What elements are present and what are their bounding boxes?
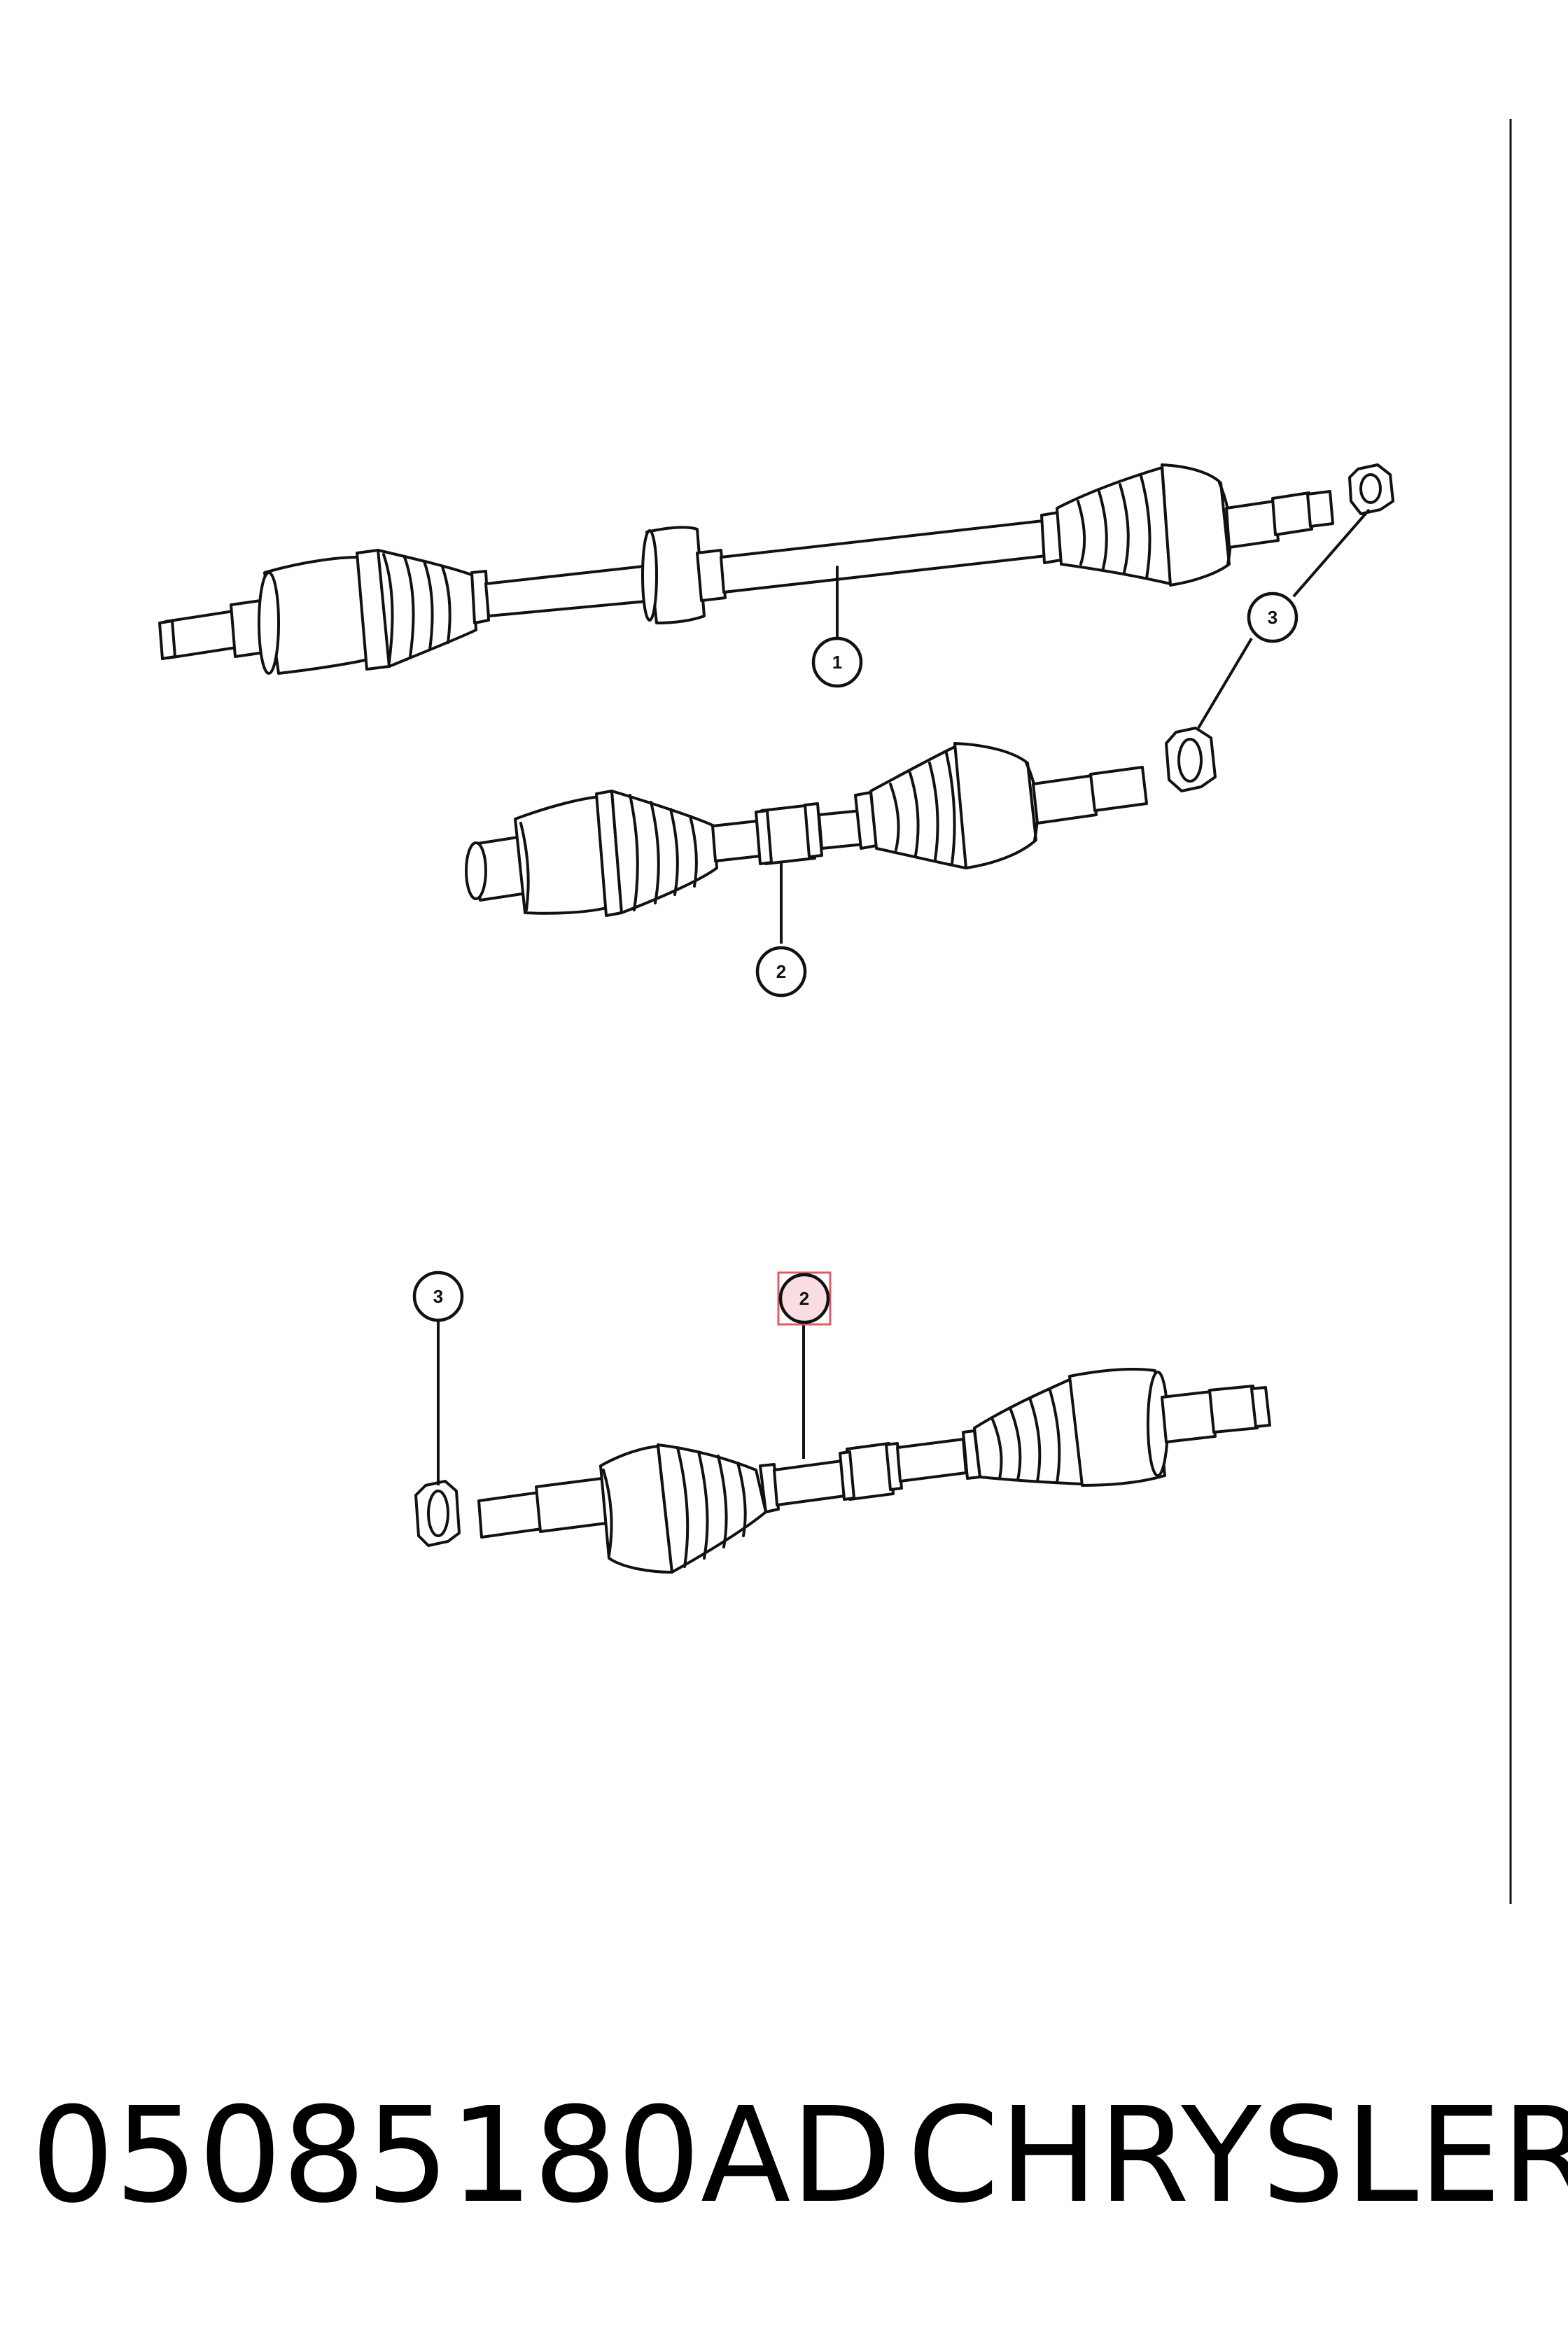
callout-1[interactable]: 1 [811, 636, 863, 688]
callout-2-middle-label: 2 [776, 961, 786, 982]
part-number: 05085180AD [31, 2079, 892, 2232]
axle-nut-middle[interactable] [1165, 727, 1217, 792]
callout-3-lower[interactable]: 3 [412, 1270, 464, 1322]
drive-shaft-lower[interactable] [414, 1368, 1271, 1574]
callout-3-top-label: 3 [1268, 607, 1278, 628]
callout-3-lower-label: 3 [433, 1286, 443, 1307]
callout-2-middle[interactable]: 2 [755, 946, 807, 997]
callout-2-lower-highlighted[interactable]: 2 [777, 1271, 832, 1326]
highlight-box [777, 1271, 832, 1326]
drive-shaft-long[interactable] [158, 463, 1334, 675]
callout-1-label: 1 [832, 652, 842, 673]
leader-line-3-top-b [1197, 637, 1253, 729]
brand-name: CHRYSLER [907, 2079, 1568, 2232]
callout-2-lower-label: 2 [799, 1288, 809, 1309]
leader-line-3-top-a [1292, 508, 1371, 598]
callout-3-top[interactable]: 3 [1247, 592, 1298, 643]
drive-shaft-short[interactable] [465, 742, 1148, 917]
axle-nut-top[interactable] [1348, 463, 1394, 515]
